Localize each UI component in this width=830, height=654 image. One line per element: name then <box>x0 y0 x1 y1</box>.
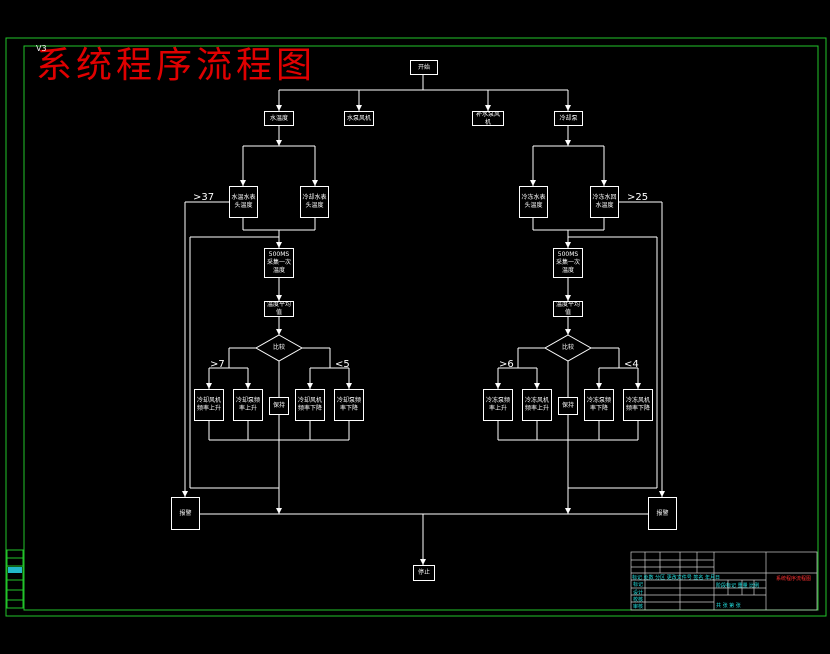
connector-lines <box>184 75 663 565</box>
outer-frame <box>5 37 827 617</box>
left-sensor-b-node: 冷却水表头温度 <box>300 186 329 218</box>
right-sensor-b-node: 冷冻水回水温度 <box>590 186 619 218</box>
left-threshold-label: >37 <box>193 192 215 203</box>
page-title: 系统程序流程图 <box>36 45 317 86</box>
left-high-label: >7 <box>210 359 225 370</box>
branch-makeup-pump-node: 补水泵风机 <box>472 111 504 126</box>
arrowheads <box>182 105 665 565</box>
title-block-drawing-name: 系统程序流程图 <box>776 576 812 582</box>
title-block-header-row: 标记 处数 分区 更改文件号 签名 年月日 <box>632 575 720 581</box>
left-compare-diamond <box>254 334 304 362</box>
title-block-left-col-3: 审核 <box>633 604 644 610</box>
right-action-2-node: 冷冻风机频率上升 <box>522 389 552 421</box>
left-sensor-a-node: 水温水表头温度 <box>229 186 258 218</box>
left-action-2-node: 冷却泵频率上升 <box>233 389 263 421</box>
right-hold-node: 保持 <box>558 397 578 415</box>
end-node: 停止 <box>413 565 435 581</box>
left-scale-strip <box>6 549 24 609</box>
left-action-4-node: 冷却风机频率下降 <box>295 389 325 421</box>
right-compare-diamond <box>543 334 593 362</box>
title-block-stage-row: 阶段标记 重量 比例 <box>716 583 760 589</box>
left-average-node: 温度平均值 <box>264 301 294 317</box>
right-action-4-node: 冷冻泵频率下降 <box>584 389 614 421</box>
title-block-sheet-row: 共 张 第 张 <box>716 603 741 609</box>
start-node: 开始 <box>410 60 438 75</box>
right-action-5-node: 冷冻风机频率下降 <box>623 389 653 421</box>
left-timer-node: 500MS采集一次温度 <box>264 248 294 278</box>
left-compare-label: 比较 <box>272 344 285 351</box>
right-sensor-a-node: 冷冻水表头温度 <box>519 186 548 218</box>
right-action-1-node: 冷冻泵频率上升 <box>483 389 513 421</box>
title-block-left-col-2: 校核 <box>633 597 644 603</box>
right-high-label: >6 <box>499 359 514 370</box>
title-block-left-col-0: 标记 <box>633 582 644 588</box>
right-alarm-node: 报警 <box>648 497 677 530</box>
sheet-mark: V3 <box>36 44 47 53</box>
branch-water-temp-node: 水温度 <box>264 111 294 126</box>
right-compare-label: 比较 <box>561 344 574 351</box>
right-timer-node: 500MS采集一次温度 <box>553 248 583 278</box>
left-action-1-node: 冷却风机频率上升 <box>194 389 224 421</box>
title-block-left-col-1: 设计 <box>633 590 644 596</box>
left-action-5-node: 冷却泵频率下降 <box>334 389 364 421</box>
branch-cooling-pump-node: 冷却泵 <box>554 111 583 126</box>
left-hold-node: 保持 <box>269 397 289 415</box>
left-low-label: <5 <box>335 359 350 370</box>
branch-pump-fan-node: 水泵风机 <box>344 111 374 126</box>
right-average-node: 温度平均值 <box>553 301 583 317</box>
inner-frame <box>23 45 819 611</box>
left-alarm-node: 报警 <box>171 497 200 530</box>
title-block-grid <box>630 551 818 611</box>
right-low-label: <4 <box>624 359 639 370</box>
right-threshold-label: >25 <box>627 192 649 203</box>
